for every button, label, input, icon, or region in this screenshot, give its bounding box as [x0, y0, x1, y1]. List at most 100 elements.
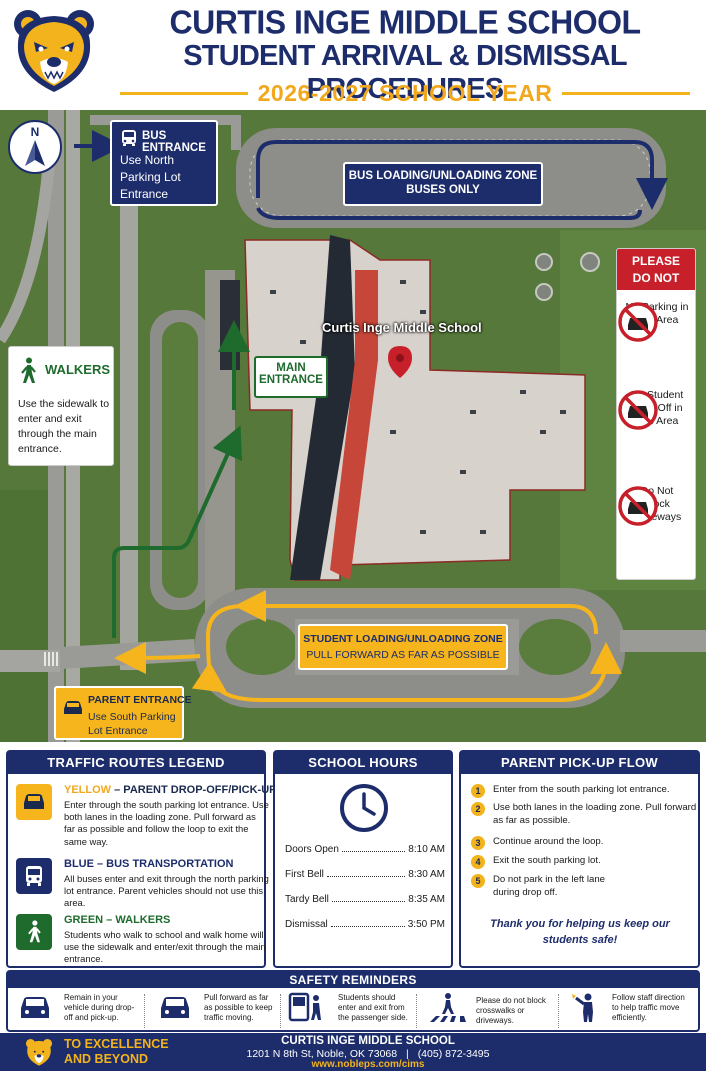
bus-zone-label: BUS LOADING/UNLOADING ZONE BUSES ONLY — [343, 162, 543, 206]
clock-icon — [340, 784, 388, 832]
separator — [558, 994, 559, 1028]
hours-time: 3:50 PM — [407, 919, 445, 930]
no-dropoff-item: No Student Drop-Off in Bus Area — [617, 389, 697, 430]
footer-website-link[interactable]: www.nobleps.com/cims — [311, 1059, 425, 1070]
staff-direction-icon — [572, 993, 593, 1022]
flow-step-number: 1 — [471, 784, 485, 798]
safety-item-5: Follow staff direction to help traffic m… — [612, 993, 685, 1022]
hours-time: 8:30 AM — [408, 869, 445, 880]
bus-icon — [16, 858, 52, 894]
legend-green-title: GREEN – WALKERS — [64, 914, 171, 926]
school-map-label: Curtis Inge Middle School — [322, 320, 482, 335]
separator — [416, 994, 417, 1028]
flow-thanks: Thank you for helping us keep our studen… — [490, 918, 670, 946]
walkers-callout: WALKERS Use the sidewalk to enter and ex… — [8, 346, 114, 466]
main-entrance-line1: MAIN — [276, 362, 306, 374]
please-do-not-panel: PLEASE DO NOT No Parking in Bus Area No … — [616, 248, 696, 580]
car-icon — [16, 784, 52, 820]
bus-zone-subtitle: BUSES ONLY — [406, 184, 480, 196]
crosswalk-icon — [430, 993, 466, 1022]
do-not-label: DO NOT — [632, 271, 680, 285]
footer-phone: (405) 872-3495 — [417, 1048, 490, 1060]
legend-title: TRAFFIC ROUTES LEGEND — [8, 752, 264, 774]
hours-row-doors-open: Doors Open 8:10 AM — [285, 844, 445, 855]
footer-separator: | — [406, 1048, 409, 1060]
campus-map: N BUS ENTRANCE Use North Parking Lot Ent… — [0, 110, 706, 742]
hours-label: Tardy Bell — [285, 894, 329, 905]
hours-time: 8:35 AM — [408, 894, 445, 905]
flow-title: PARENT PICK-UP FLOW — [461, 752, 698, 774]
no-parking-item: No Parking in Bus Area — [617, 301, 697, 342]
legend-blue: BLUE – BUS TRANSPORTATION All buses ente… — [16, 858, 269, 908]
flow-step-number: 4 — [471, 855, 485, 869]
footer-contact: 1201 N 8th St, Noble, OK 73068 | (405) 8… — [190, 1048, 546, 1060]
bear-mascot-logo — [25, 1038, 53, 1066]
north-compass-icon: N — [8, 120, 62, 174]
hours-label: Doors Open — [285, 844, 339, 855]
hours-title: SCHOOL HOURS — [275, 752, 451, 774]
school-year: 2026-2027 SCHOOL YEAR — [257, 79, 553, 106]
bus-entrance-text: Use North Parking Lot Entrance — [120, 153, 181, 201]
traffic-routes-legend: TRAFFIC ROUTES LEGEND YELLOW – PARENT DR… — [6, 750, 276, 968]
hours-row-dismissal: Dismissal 3:50 PM — [285, 919, 445, 930]
legend-green: GREEN – WALKERS Students who walk to sch… — [16, 914, 266, 964]
title-school-name: CURTIS INGE MIDDLE SCHOOL — [169, 3, 641, 41]
hours-label: Dismissal — [285, 919, 328, 930]
walkers-title: WALKERS — [45, 362, 110, 377]
student-zone-subtitle: PULL FORWARD AS FAR AS POSSIBLE — [306, 649, 500, 661]
school-year-banner: 2026-2027 SCHOOL YEAR — [110, 80, 700, 106]
parent-entrance-title: PARENT ENTRANCE — [88, 694, 192, 706]
no-car-icon — [618, 302, 658, 342]
walker-icon — [16, 914, 52, 950]
flow-step-number: 5 — [471, 874, 485, 888]
legend-yellow-title: YELLOW – PARENT DROP-OFF/PICK-UP — [64, 784, 276, 796]
footer-school-name: CURTIS INGE MIDDLE SCHOOL — [281, 1035, 455, 1047]
footer-motto-line1: TO EXCELLENCE — [64, 1037, 169, 1051]
hours-label: First Bell — [285, 869, 324, 880]
north-label: N — [30, 125, 40, 139]
footer: TO EXCELLENCE AND BEYOND CURTIS INGE MID… — [0, 1033, 706, 1071]
legend-blue-title: BLUE – BUS TRANSPORTATION — [64, 858, 234, 870]
safety-reminders-panel: SAFETY REMINDERS Remain in your vehicle … — [6, 970, 700, 1032]
flow-step-4: 4 Exit the south parking lot. — [471, 855, 696, 869]
no-car-icon — [618, 486, 658, 526]
legend-yellow-label: – PARENT DROP-OFF/PICK-UP — [111, 784, 277, 796]
please-label: PLEASE — [631, 254, 680, 268]
title-procedures: STUDENT ARRIVAL & DISMISSAL PROCEDURES — [183, 40, 627, 105]
student-zone-label: STUDENT LOADING/UNLOADING ZONE PULL FORW… — [298, 624, 508, 670]
separator — [144, 994, 145, 1028]
bear-mascot-logo — [14, 10, 94, 92]
parent-entrance-callout: PARENT ENTRANCE Use South Parking Lot En… — [54, 686, 192, 740]
legend-green-desc: Students who walk to school and walk hom… — [64, 929, 266, 965]
parent-entrance-text: Use South Parking Lot Entrance — [88, 711, 176, 737]
car-icon — [64, 701, 82, 714]
no-car-icon — [618, 390, 658, 430]
flow-step-text: Use both lanes in the loading zone. Pull… — [493, 802, 697, 826]
bus-icon — [122, 130, 136, 146]
safety-title: SAFETY REMINDERS — [8, 972, 698, 988]
flow-step-text: Exit the south parking lot. — [493, 855, 601, 866]
legend-yellow-color: YELLOW — [64, 784, 112, 796]
no-block-item: Do Not Block Driveways — [617, 485, 697, 526]
car-icon — [21, 997, 49, 1018]
header: CURTIS INGE MIDDLE SCHOOL STUDENT ARRIVA… — [0, 0, 706, 110]
walker-icon — [21, 357, 36, 383]
safety-item-4: Please do not block crosswalks or drivew… — [476, 996, 546, 1025]
flow-step-number: 3 — [471, 836, 485, 850]
passenger-door-icon — [288, 992, 321, 1022]
separator — [280, 994, 281, 1028]
safety-item-3: Students should enter and exit from the … — [338, 993, 408, 1022]
school-hours-panel: SCHOOL HOURS Doors Open 8:10 AM First Bel… — [273, 750, 453, 968]
flow-step-text: Enter from the south parking lot entranc… — [493, 784, 670, 795]
hours-row-tardy-bell: Tardy Bell 8:35 AM — [285, 894, 445, 905]
legend-yellow: YELLOW – PARENT DROP-OFF/PICK-UP Enter t… — [16, 784, 276, 850]
bus-entrance-callout: BUS ENTRANCE Use North Parking Lot Entra… — [110, 120, 218, 206]
legend-yellow-desc: Enter through the south parking lot entr… — [64, 799, 269, 847]
safety-item-2: Pull forward as far as possible to keep … — [204, 993, 273, 1022]
bus-zone-title: BUS LOADING/UNLOADING ZONE — [348, 170, 538, 182]
hours-time: 8:10 AM — [408, 844, 445, 855]
footer-motto-line2: AND BEYOND — [64, 1052, 149, 1066]
